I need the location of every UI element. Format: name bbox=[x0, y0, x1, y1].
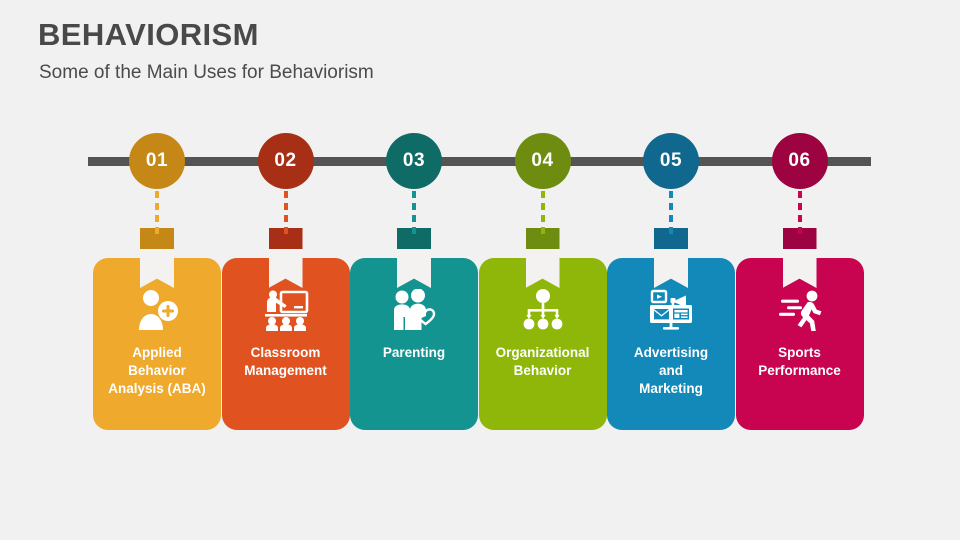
connector-dash bbox=[283, 227, 288, 234]
card-label-line: and bbox=[658, 362, 683, 378]
connector-dash bbox=[669, 215, 673, 222]
parent-child-heart-icon bbox=[390, 288, 438, 332]
timeline-bar bbox=[88, 157, 871, 166]
connector-dash bbox=[669, 203, 673, 210]
card-label-line: Behavior bbox=[513, 362, 572, 378]
card-label-line: Sports bbox=[778, 345, 821, 360]
connector-dash bbox=[797, 215, 802, 222]
connector-dash bbox=[797, 203, 802, 210]
connector-dash bbox=[155, 227, 159, 234]
running-person-icon bbox=[776, 288, 824, 332]
marketing-monitor-icon bbox=[647, 288, 695, 332]
connector-dash bbox=[283, 191, 288, 198]
timeline-node-02[interactable]: 02 bbox=[257, 133, 314, 189]
timeline-node-04[interactable]: 04 bbox=[514, 133, 571, 189]
card-label-line: Classroom bbox=[250, 345, 321, 360]
connector-dash bbox=[540, 215, 545, 222]
timeline-card-03[interactable]: Parenting bbox=[350, 258, 478, 430]
connector-dash bbox=[155, 215, 159, 222]
timeline-connector bbox=[540, 191, 545, 235]
connector-dash bbox=[797, 191, 802, 198]
page-title: BEHAVIORISM bbox=[38, 17, 259, 52]
card-label-line: Parenting bbox=[382, 345, 446, 360]
card-label-line: Performance bbox=[758, 362, 841, 378]
card-label-line: Analysis (ABA) bbox=[108, 380, 206, 396]
connector-dash bbox=[283, 203, 288, 210]
page-subtitle: Some of the Main Uses for Behaviorism bbox=[39, 62, 374, 83]
card-label-line: Applied bbox=[132, 345, 182, 360]
timeline-node-06[interactable]: 06 bbox=[771, 133, 828, 189]
timeline-connector bbox=[283, 191, 288, 235]
timeline-connector bbox=[155, 191, 159, 235]
connector-dash bbox=[412, 227, 416, 234]
connector-dash bbox=[283, 215, 288, 222]
timeline-node-03[interactable]: 03 bbox=[386, 133, 442, 189]
timeline-connector bbox=[797, 191, 802, 235]
connector-dash bbox=[669, 191, 673, 198]
card-label-line: Organizational bbox=[495, 345, 590, 360]
card-label-line: Marketing bbox=[639, 380, 703, 396]
org-chart-icon bbox=[519, 288, 567, 332]
connector-dash bbox=[669, 227, 673, 234]
connector-dash bbox=[540, 227, 545, 234]
connector-dash bbox=[797, 227, 802, 234]
card-label-line: Management bbox=[244, 362, 327, 378]
connector-dash bbox=[155, 191, 159, 198]
card-label-line: Behavior bbox=[128, 362, 186, 378]
timeline-card-label: Parenting bbox=[353, 344, 475, 362]
connector-dash bbox=[540, 203, 545, 210]
connector-dash bbox=[412, 215, 416, 222]
person-plus-icon bbox=[133, 288, 181, 332]
card-label-line: Advertising bbox=[633, 345, 709, 360]
timeline-connector bbox=[669, 191, 673, 235]
teacher-whiteboard-icon bbox=[262, 288, 310, 332]
timeline-connector bbox=[412, 191, 416, 235]
connector-dash bbox=[155, 203, 159, 210]
connector-dash bbox=[540, 191, 545, 198]
timeline-node-01[interactable]: 01 bbox=[129, 133, 185, 189]
connector-dash bbox=[412, 203, 416, 210]
timeline-node-05[interactable]: 05 bbox=[643, 133, 699, 189]
connector-dash bbox=[412, 191, 416, 198]
